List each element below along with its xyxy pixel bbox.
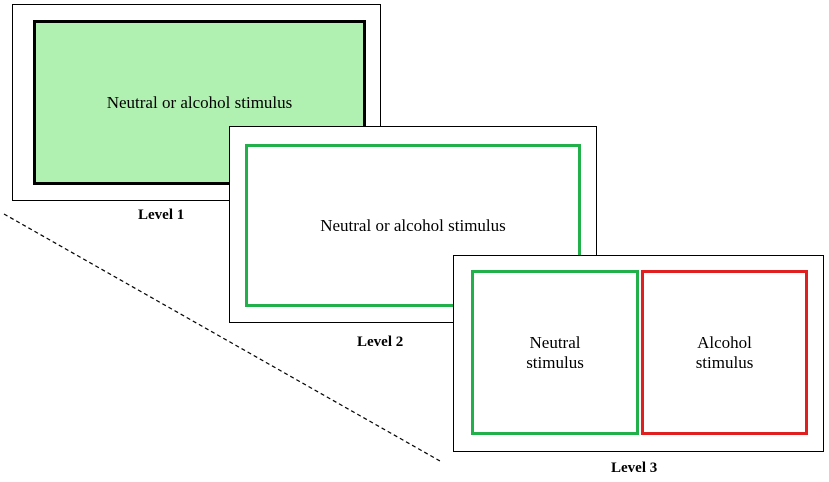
level-3-alcohol-stimulus-text: Alcohol stimulus bbox=[695, 332, 754, 372]
level-3-alcohol-stimulus-box: Alcohol stimulus bbox=[641, 270, 808, 435]
level-1-stimulus-box: Neutral or alcohol stimulus bbox=[33, 20, 366, 185]
level-3-neutral-stimulus-box: Neutral stimulus bbox=[471, 270, 639, 435]
level-3-label: Level 3 bbox=[611, 460, 658, 476]
level-2-stimulus-text: Neutral or alcohol stimulus bbox=[320, 215, 506, 235]
level-2-label: Level 2 bbox=[357, 334, 404, 350]
level-3-screen: Neutral stimulus Alcohol stimulus bbox=[453, 255, 824, 452]
level-1-stimulus-text: Neutral or alcohol stimulus bbox=[106, 92, 293, 112]
level-2-stimulus-box: Neutral or alcohol stimulus bbox=[245, 144, 581, 307]
level-1-label: Level 1 bbox=[138, 207, 185, 223]
level-3-neutral-stimulus-text: Neutral stimulus bbox=[526, 332, 584, 372]
level-1-screen: Neutral or alcohol stimulus bbox=[12, 4, 381, 201]
